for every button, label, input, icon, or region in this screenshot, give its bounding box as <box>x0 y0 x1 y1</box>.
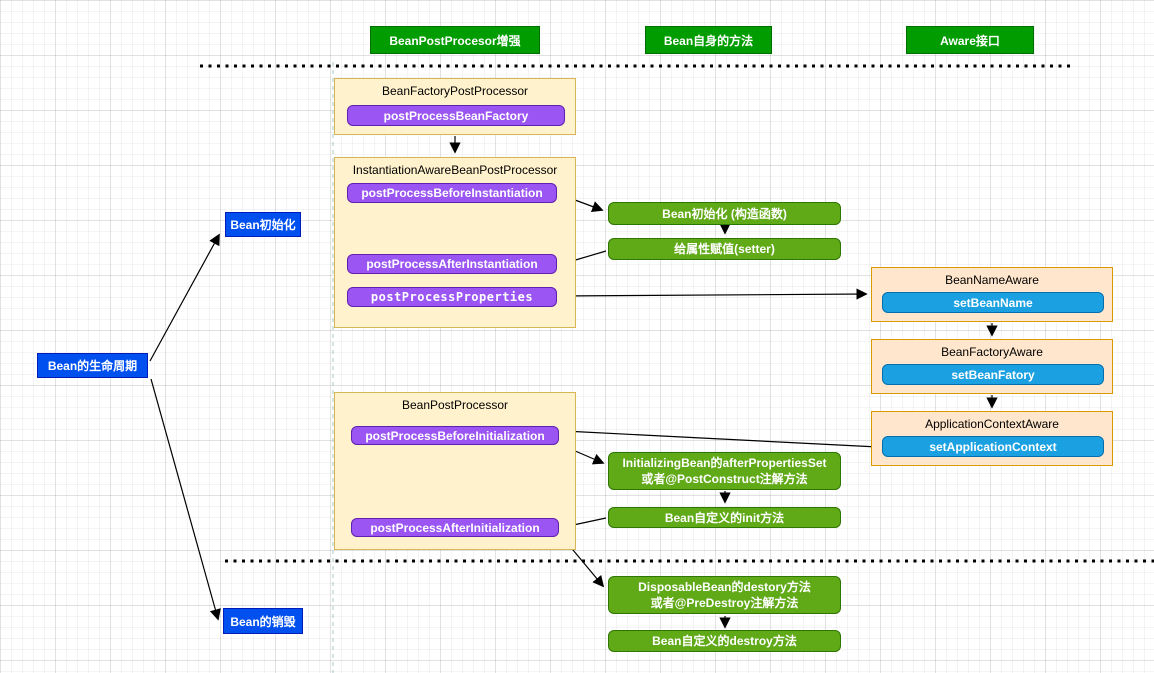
node-title: BeanFactoryAware <box>941 345 1043 359</box>
flow-setter-node[interactable]: 给属性赋值(setter) <box>608 238 841 260</box>
flow-label: Bean初始化 (构造函数) <box>662 206 787 221</box>
bean-name-aware-node[interactable]: BeanNameAware setBeanName <box>871 267 1113 322</box>
lifecycle-root-label: Bean的生命周期 <box>47 359 138 373</box>
flow-custom-init-node[interactable]: Bean自定义的init方法 <box>608 507 841 528</box>
flow-label: 给属性赋值(setter) <box>674 242 775 256</box>
arrow-properties-to-bean-name-aware <box>557 288 868 300</box>
lifecycle-root-node[interactable]: Bean的生命周期 <box>37 353 148 378</box>
method-post-process-before-initialization[interactable]: postProcessBeforeInitialization <box>351 426 559 445</box>
lifecycle-init-node[interactable]: Bean初始化 <box>225 212 301 237</box>
application-context-aware-node[interactable]: ApplicationContextAware setApplicationCo… <box>871 411 1113 466</box>
lifecycle-destroy-node[interactable]: Bean的销毁 <box>223 608 303 634</box>
flow-construct-node[interactable]: Bean初始化 (构造函数) <box>608 202 841 225</box>
header-label: BeanPostProcesor增强 <box>389 33 521 48</box>
method-post-process-before-instantiation[interactable]: postProcessBeforeInstantiation <box>347 183 557 203</box>
lifecycle-init-label: Bean初始化 <box>230 218 296 232</box>
method-set-application-context[interactable]: setApplicationContext <box>882 436 1104 457</box>
flow-label-line1: DisposableBean的destory方法 <box>638 580 811 594</box>
header-bean-post-processor[interactable]: BeanPostProcesor增强 <box>370 26 540 54</box>
arrow-lifecycle-to-init <box>149 233 220 362</box>
header-bean-own-methods[interactable]: Bean自身的方法 <box>645 26 772 54</box>
node-title: BeanNameAware <box>945 273 1039 287</box>
method-set-bean-name[interactable]: setBeanName <box>882 292 1104 313</box>
node-title: InstantiationAwareBeanPostProcessor <box>352 163 558 177</box>
method-post-process-bean-factory[interactable]: postProcessBeanFactory <box>347 105 565 126</box>
flow-label: Bean自定义的destroy方法 <box>652 634 797 648</box>
header-label: Aware接口 <box>940 33 1000 48</box>
flow-label-line1: InitializingBean的afterPropertiesSet <box>622 456 827 470</box>
flow-after-properties-set-node[interactable]: InitializingBean的afterPropertiesSet 或者@P… <box>608 452 841 490</box>
flow-label-line2: 或者@PreDestroy注解方法 <box>650 596 799 610</box>
flow-label: Bean自定义的init方法 <box>664 510 785 525</box>
bean-factory-aware-node[interactable]: BeanFactoryAware setBeanFatory <box>871 339 1113 394</box>
bean-post-processor-node[interactable]: BeanPostProcessor postProcessBeforeIniti… <box>334 392 576 550</box>
bean-factory-post-processor-node[interactable]: BeanFactoryPostProcessor postProcessBean… <box>334 78 576 135</box>
node-title: BeanPostProcessor <box>401 398 509 412</box>
node-title: BeanFactoryPostProcessor <box>381 84 529 98</box>
arrow-lifecycle-to-destroy <box>150 378 221 621</box>
node-title: ApplicationContextAware <box>925 417 1059 431</box>
arrow-set-application-context-to-before-initialization <box>562 425 879 448</box>
method-post-process-after-initialization[interactable]: postProcessAfterInitialization <box>351 518 559 537</box>
lifecycle-destroy-label: Bean的销毁 <box>230 614 296 629</box>
instantiation-aware-bean-post-processor-node[interactable]: InstantiationAwareBeanPostProcessor post… <box>334 157 576 328</box>
flow-disposable-destroy-node[interactable]: DisposableBean的destory方法 或者@PreDestroy注解… <box>608 576 841 614</box>
flow-custom-destroy-node[interactable]: Bean自定义的destroy方法 <box>608 630 841 652</box>
header-aware-interface[interactable]: Aware接口 <box>906 26 1034 54</box>
method-post-process-properties[interactable]: postProcessProperties <box>347 287 557 307</box>
method-post-process-after-instantiation[interactable]: postProcessAfterInstantiation <box>347 254 557 274</box>
method-set-bean-factory[interactable]: setBeanFatory <box>882 364 1104 385</box>
flow-label-line2: 或者@PostConstruct注解方法 <box>641 472 808 486</box>
header-label: Bean自身的方法 <box>663 33 754 48</box>
